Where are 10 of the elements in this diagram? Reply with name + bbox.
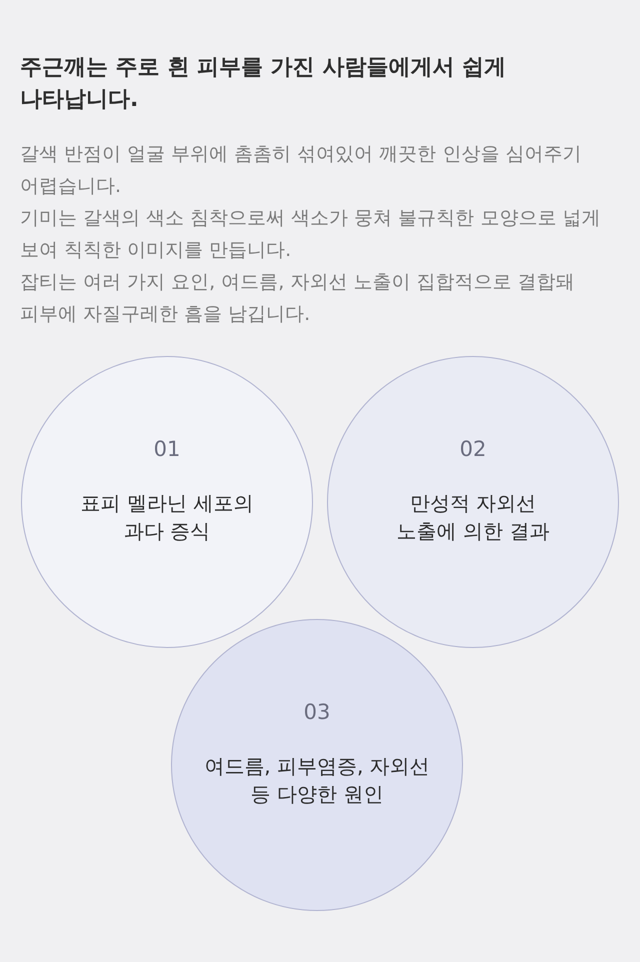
step-number: 03 xyxy=(302,700,332,724)
heading: 주근깨는 주로 흰 피부를 가진 사람들에게서 쉽게 나타납니다. xyxy=(20,54,507,114)
description-text: 기미는 갈색의 색소 침착으로써 색소가 뭉쳐 불규칙한 모양으로 넓게 보여 칙칙한 이미지를 만듭니다. xyxy=(20,206,602,263)
cause-text: 여드름, 피부염증, 자외선 등 다양한 원인 xyxy=(203,753,431,808)
cause-text: 표피 멜라닌 세포의 과다 증식 xyxy=(80,490,254,545)
cause-text: 만성적 자외선 노출에 의한 결과 xyxy=(396,490,550,545)
step-number: 02 xyxy=(458,437,488,461)
step-number: 01 xyxy=(152,437,182,461)
description-text: 갈색 반점이 얼굴 부위에 촘촘히 섞여있어 깨끗한 인상을 심어주기 어렵습니다. xyxy=(20,142,582,199)
description-text: 잡티는 여러 가지 요인, 여드름, 자외선 노출이 집합적으로 결합돼 피부에 자질구레한 흠을 남깁니다. xyxy=(20,270,576,327)
